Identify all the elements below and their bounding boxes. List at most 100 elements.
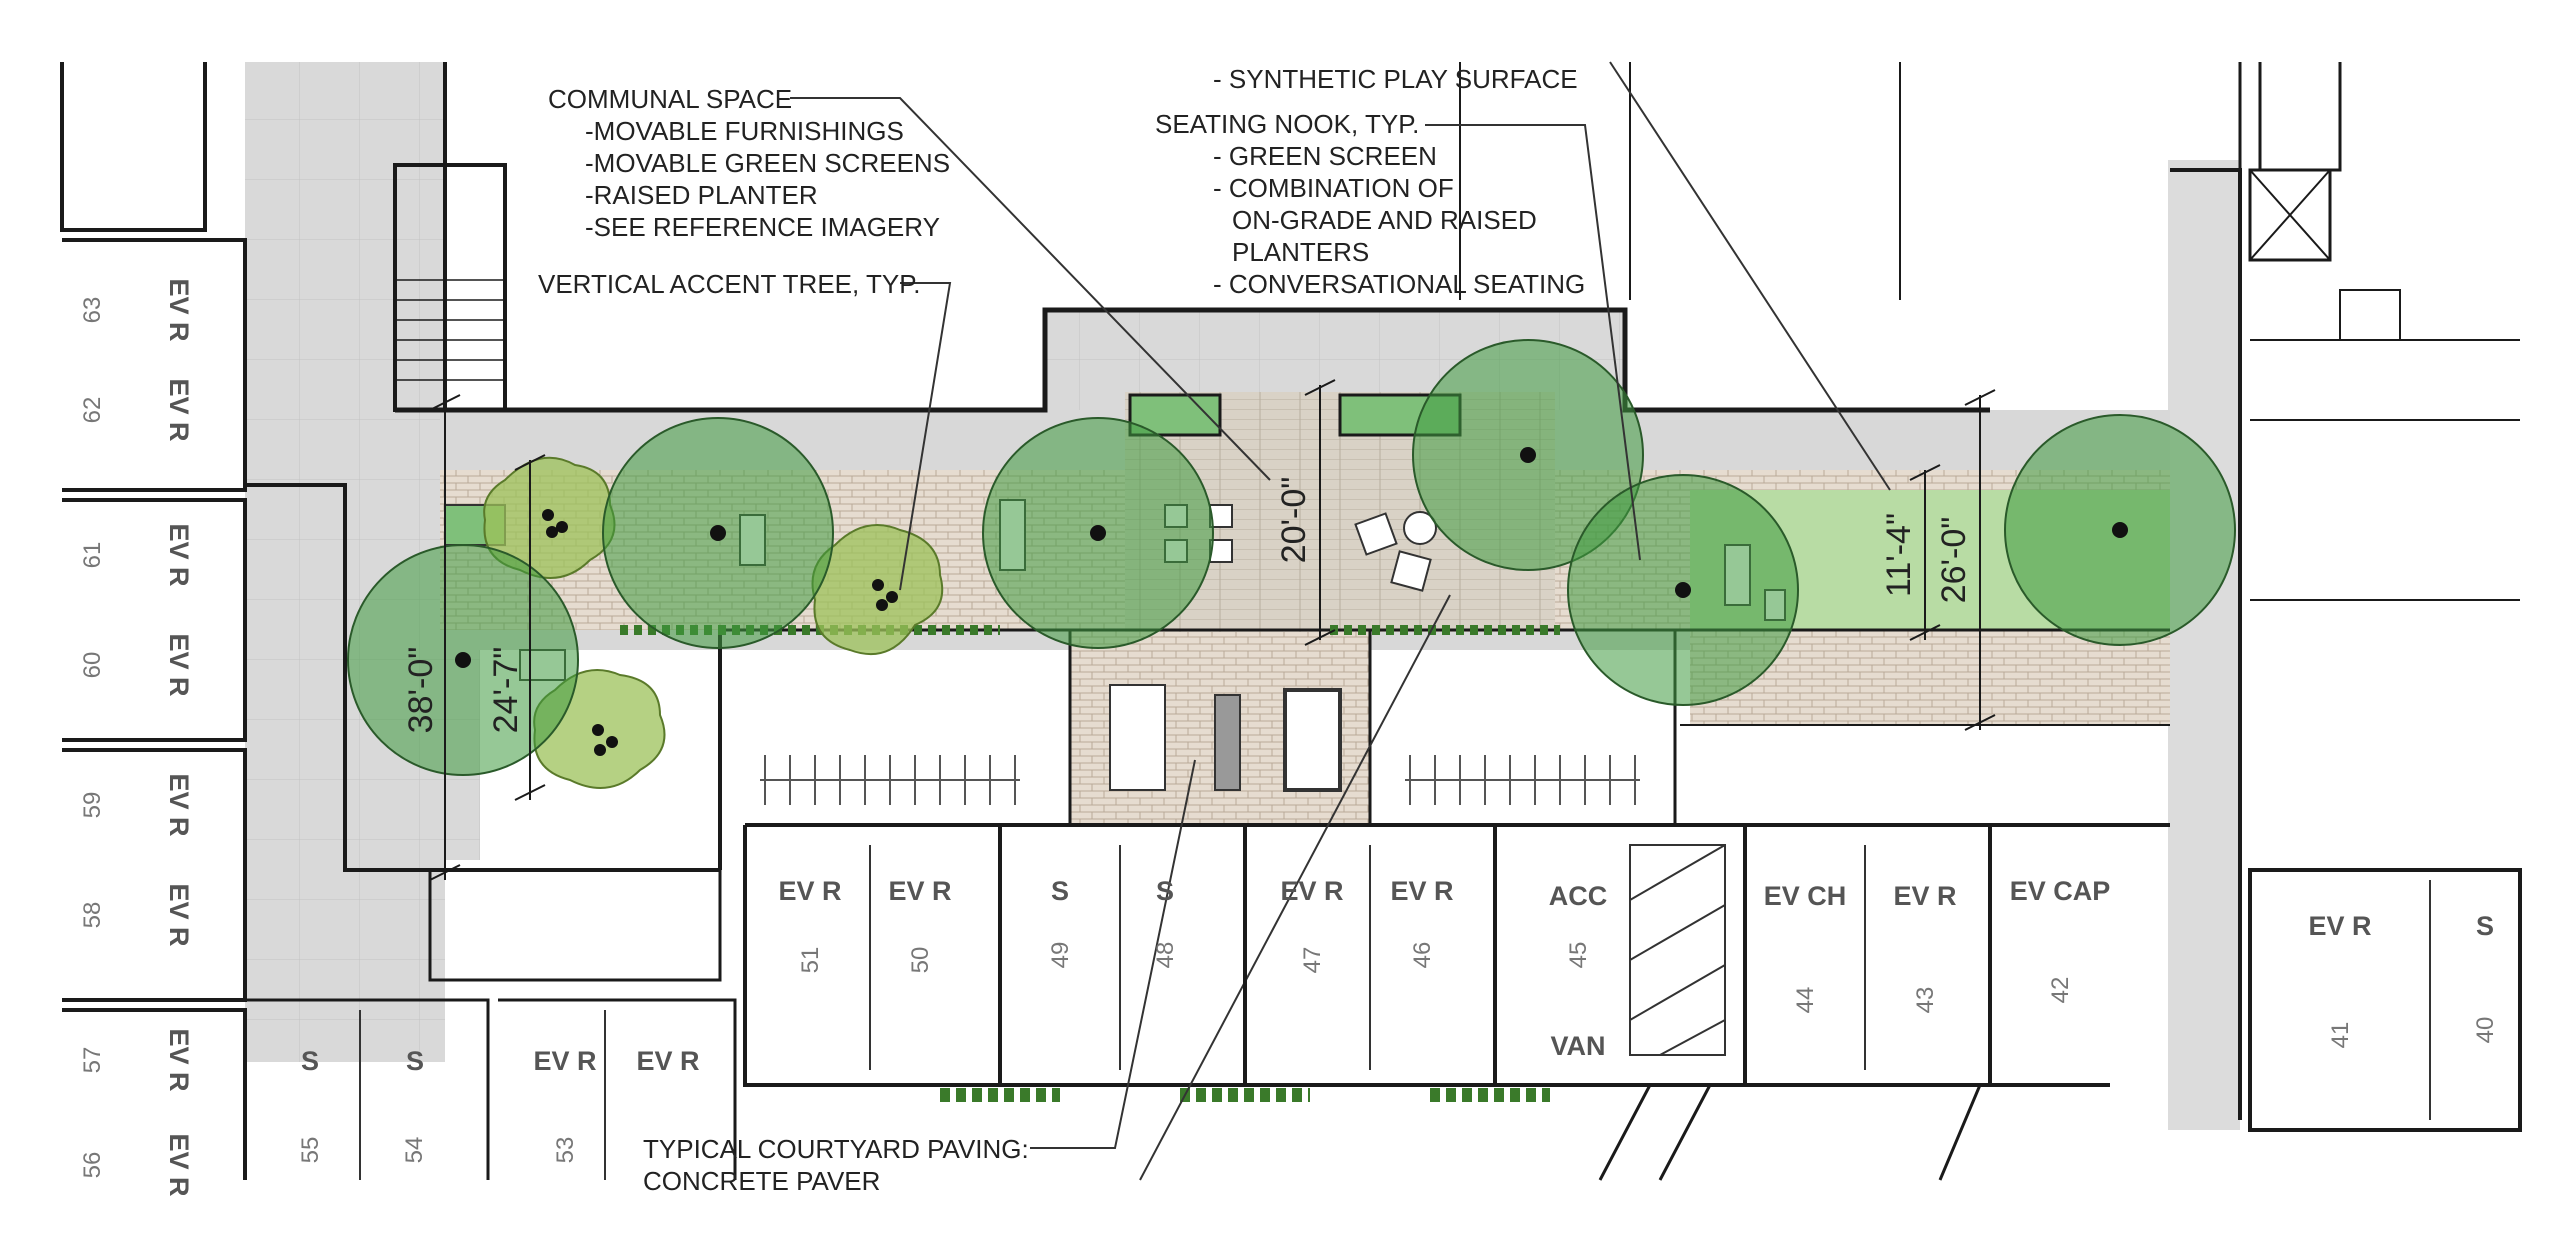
bike-racks: [760, 755, 1640, 805]
svg-text:55: 55: [297, 1137, 324, 1164]
parking-stall: EV R 53: [533, 1046, 596, 1163]
svg-text:S: S: [406, 1046, 424, 1076]
svg-text:S: S: [1051, 876, 1069, 906]
parking-stall: S 40: [2472, 911, 2499, 1043]
accent-trees: [483, 456, 944, 789]
svg-text:EV CAP: EV CAP: [2010, 876, 2111, 906]
svg-text:TYPICAL COURTYARD PAVING:: TYPICAL COURTYARD PAVING:: [643, 1134, 1029, 1164]
svg-text:49: 49: [1047, 942, 1074, 969]
parking-stall: EV R 60: [79, 633, 194, 696]
svg-text:56: 56: [79, 1152, 106, 1179]
dimension-label: 26'-0": [1935, 517, 1973, 604]
svg-text:EV R: EV R: [888, 876, 951, 906]
dimension-lines: [429, 379, 1996, 881]
svg-text:- COMBINATION OF: - COMBINATION OF: [1213, 173, 1454, 203]
parking-stall: EV R 46: [1390, 876, 1453, 968]
svg-text:44: 44: [1792, 987, 1819, 1014]
svg-text:-RAISED PLANTER: -RAISED PLANTER: [585, 180, 818, 210]
svg-text:62: 62: [79, 397, 106, 424]
svg-text:S: S: [1156, 876, 1174, 906]
svg-text:SEATING NOOK, TYP.: SEATING NOOK, TYP.: [1155, 109, 1419, 139]
parking-stall: S 48: [1152, 876, 1179, 968]
vertical-accent-tree-note: VERTICAL ACCENT TREE, TYP.: [538, 269, 920, 299]
svg-text:EV R: EV R: [164, 883, 194, 946]
svg-text:61: 61: [79, 542, 106, 569]
parking-left-column: EV R63 EV R62 EV R61 EV R60 EV R59 EV R5…: [79, 278, 194, 1196]
dimension-label: 24'-7": [487, 647, 525, 734]
svg-text:53: 53: [552, 1137, 579, 1164]
svg-text:EV CH: EV CH: [1764, 881, 1847, 911]
svg-text:EV R: EV R: [164, 278, 194, 341]
svg-text:- GREEN SCREEN: - GREEN SCREEN: [1213, 141, 1437, 171]
svg-text:EV R: EV R: [533, 1046, 596, 1076]
svg-text:EV R: EV R: [1390, 876, 1453, 906]
parking-stall: EV R 50: [888, 876, 951, 973]
svg-text:PLANTERS: PLANTERS: [1232, 237, 1369, 267]
svg-text:EV R: EV R: [2308, 911, 2371, 941]
parking-stall: EV R 47: [1280, 876, 1343, 973]
svg-text:EV R: EV R: [164, 1133, 194, 1196]
parking-bottom-left: S 55 S54 EV R 53 EV R: [297, 1010, 700, 1180]
svg-text:57: 57: [79, 1047, 106, 1074]
seating-nook-note: SEATING NOOK, TYP. - GREEN SCREEN - COMB…: [1155, 109, 1585, 299]
svg-text:VAN: VAN: [1550, 1031, 1605, 1061]
svg-text:EV R: EV R: [1893, 881, 1956, 911]
parking-stall: EV R 57: [79, 1028, 194, 1091]
parking-stall: EV CH 44: [1764, 881, 1847, 1013]
svg-text:S: S: [2476, 911, 2494, 941]
svg-text:50: 50: [907, 947, 934, 974]
parking-stall: EV R 59: [79, 773, 194, 836]
svg-text:EV R: EV R: [636, 1046, 699, 1076]
svg-text:S: S: [301, 1046, 319, 1076]
svg-text:-MOVABLE GREEN SCREENS: -MOVABLE GREEN SCREENS: [585, 148, 950, 178]
svg-text:-SEE REFERENCE IMAGERY: -SEE REFERENCE IMAGERY: [585, 212, 940, 242]
parking-stall: EV R 56: [79, 1133, 194, 1196]
dimension-label: 38'-0": [402, 647, 440, 734]
svg-text:43: 43: [1912, 987, 1939, 1014]
svg-text:59: 59: [79, 792, 106, 819]
parking-right-row: EV R 41 S 40: [2308, 880, 2499, 1120]
svg-text:EV R: EV R: [164, 633, 194, 696]
leader-lines: [790, 61, 1891, 1181]
svg-text:EV R: EV R: [164, 1028, 194, 1091]
dimension-label: 11'-4": [1880, 513, 1918, 597]
svg-text:CONCRETE PAVER: CONCRETE PAVER: [643, 1166, 880, 1196]
parking-stall: S 55: [297, 1046, 324, 1163]
svg-text:47: 47: [1299, 947, 1326, 974]
parking-stall: EV R 51: [778, 876, 841, 973]
svg-text:42: 42: [2047, 977, 2074, 1004]
svg-text:ACC: ACC: [1549, 881, 1608, 911]
parking-stall: S54: [401, 1046, 428, 1163]
svg-text:40: 40: [2472, 1017, 2499, 1044]
svg-text:-MOVABLE FURNISHINGS: -MOVABLE FURNISHINGS: [585, 116, 904, 146]
svg-text:63: 63: [79, 297, 106, 324]
parking-stall: EV R62: [79, 378, 194, 441]
parking-stall: EV R61: [79, 523, 194, 586]
svg-text:48: 48: [1152, 942, 1179, 969]
svg-text:ON-GRADE AND RAISED: ON-GRADE AND RAISED: [1232, 205, 1537, 235]
parking-main-row: EV R 51 EV R 50 S 49 S 48 EV R 47 EV R 46 ACC 4…: [778, 825, 2110, 1085]
svg-text:COMMUNAL SPACE: COMMUNAL SPACE: [548, 84, 792, 114]
parking-stall: EV R 63: [79, 278, 194, 341]
communal-space-note: COMMUNAL SPACE -MOVABLE FURNISHINGS -MOV…: [548, 84, 950, 242]
parking-stall: EV R: [636, 1046, 699, 1076]
parking-stall: EV R 58: [79, 883, 194, 946]
synthetic-play-surface-note: - SYNTHETIC PLAY SURFACE: [1213, 64, 1578, 94]
svg-text:60: 60: [79, 652, 106, 679]
parking-stall: EV CAP 42: [2010, 876, 2111, 1003]
svg-text:- CONVERSATIONAL SEATING: - CONVERSATIONAL SEATING: [1213, 269, 1585, 299]
svg-text:45: 45: [1565, 942, 1592, 969]
svg-text:58: 58: [79, 902, 106, 929]
svg-text:EV R: EV R: [1280, 876, 1343, 906]
svg-text:46: 46: [1409, 942, 1436, 969]
svg-text:EV R: EV R: [164, 773, 194, 836]
svg-text:EV R: EV R: [778, 876, 841, 906]
courtyard-paving-note: TYPICAL COURTYARD PAVING: CONCRETE PAVER: [643, 1134, 1029, 1196]
parking-stall: S 49: [1047, 876, 1074, 968]
svg-text:41: 41: [2327, 1022, 2354, 1049]
svg-text:51: 51: [797, 947, 824, 974]
tree-trunks: [455, 447, 2128, 668]
dimension-label: 20'-0": [1275, 477, 1313, 564]
parking-stall: EV R 43: [1893, 881, 1956, 1013]
